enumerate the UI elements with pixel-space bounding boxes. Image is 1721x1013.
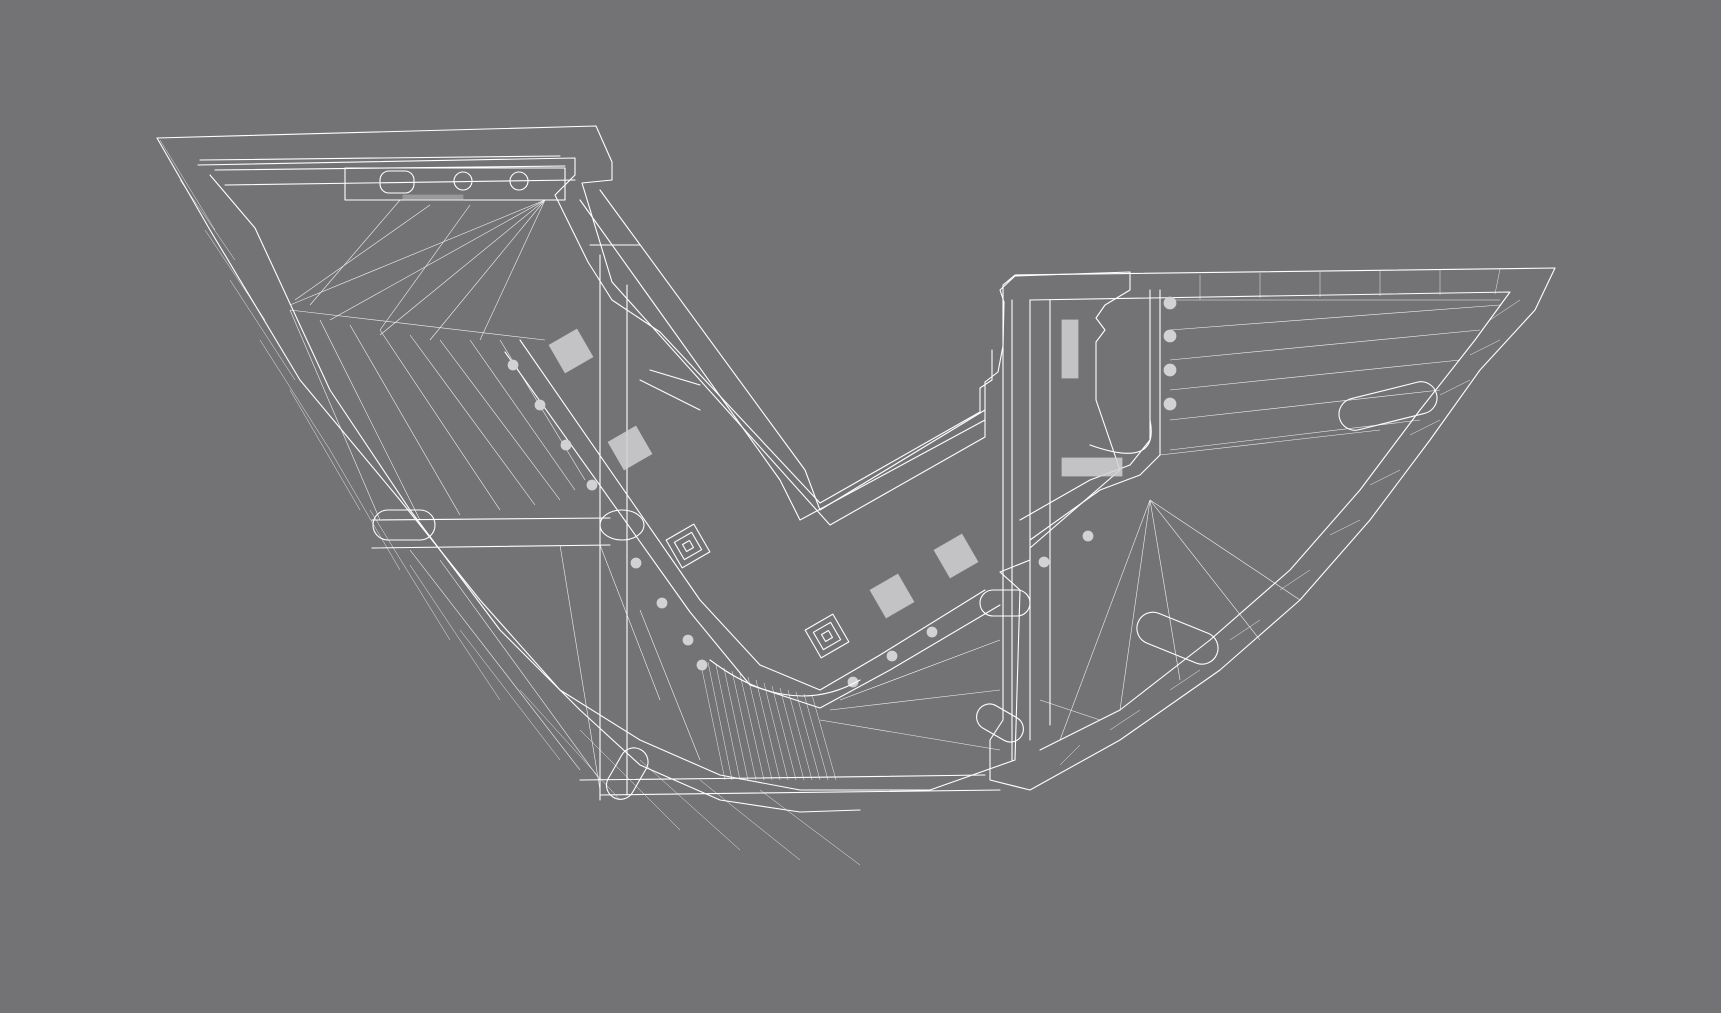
right-shell-hatching [1059, 268, 1521, 766]
left-wing-inner-wall-2 [209, 174, 861, 813]
right-panel-vertical [1061, 319, 1079, 379]
right-wing-inner-wall [1029, 291, 1511, 751]
right-panel-horizontal [1061, 457, 1123, 477]
left-wing-inner-wall [197, 157, 993, 504]
corridor-diagonal [519, 339, 986, 691]
ramp-hatching [699, 659, 837, 781]
right-wing-structure [819, 267, 1556, 791]
left-shell-hatching [159, 139, 861, 866]
wall-light-dots [507, 296, 1177, 688]
left-wing-structure [156, 125, 1131, 866]
skylight-panels [548, 328, 979, 659]
left-wing-outer-wall [156, 125, 1131, 791]
corridor-fillet-arc [709, 659, 861, 697]
left-room-fan-lines [289, 199, 701, 791]
top-fixture-frame [344, 167, 566, 201]
